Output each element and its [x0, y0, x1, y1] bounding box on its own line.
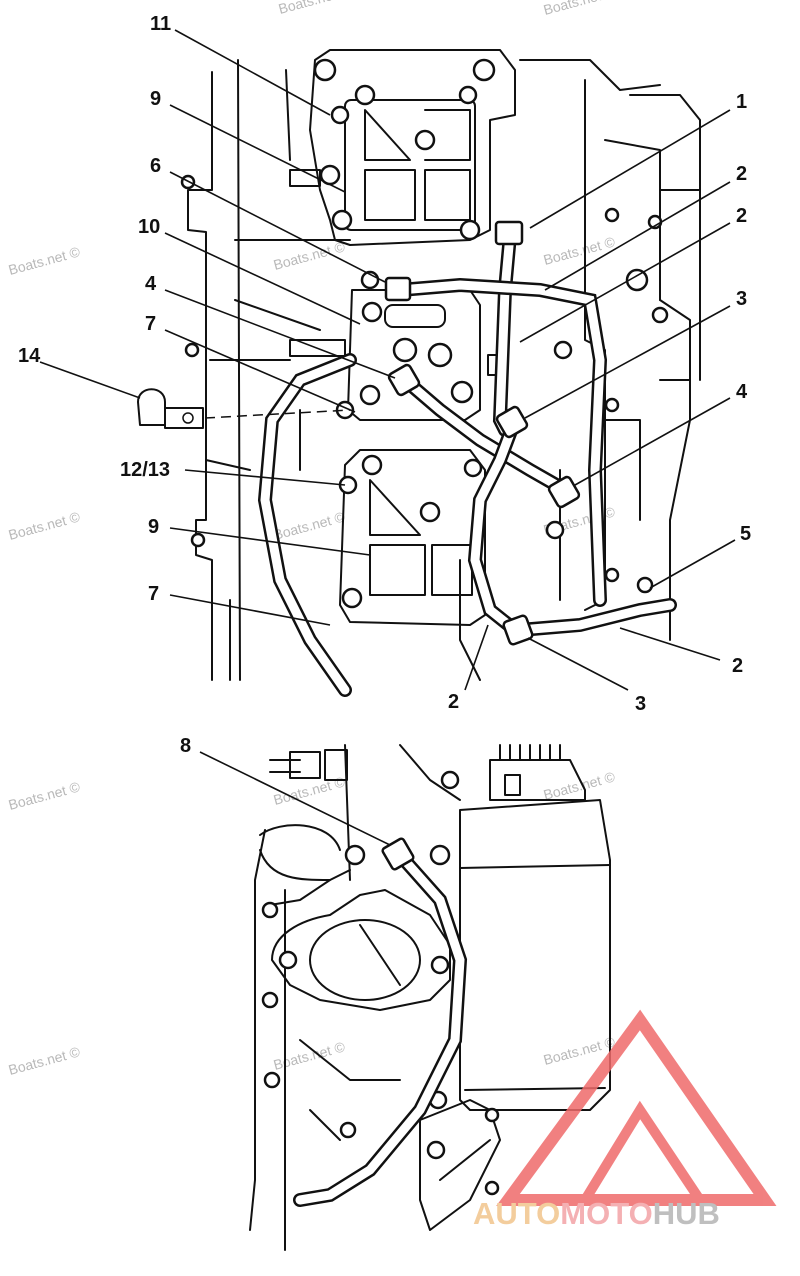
callout-9: 9	[148, 516, 159, 538]
watermark-text: Boats.net ©	[7, 508, 83, 543]
callout-labels: 11 9 6 10 4 7 14 12/13 9 7 1 2 2 3 4 5 2…	[18, 13, 751, 757]
callout-10: 10	[138, 216, 160, 238]
callout-2: 2	[736, 205, 747, 227]
callout-1: 1	[736, 91, 747, 113]
logo-word-auto: AUTO	[473, 1196, 560, 1231]
lower-starter-drawing	[249, 744, 611, 1251]
automotohub-logo: AUTOMOTOHUB	[473, 1009, 777, 1231]
watermark-text: Boats.net ©	[7, 1043, 83, 1078]
logo-triangle	[496, 1009, 777, 1206]
callout-2: 2	[448, 691, 459, 713]
callout-4: 4	[145, 273, 157, 295]
callout-14: 14	[18, 345, 41, 367]
callout-11: 11	[150, 13, 171, 35]
callout-3: 3	[635, 693, 646, 715]
callout-8: 8	[180, 735, 191, 757]
watermark-text: Boats.net ©	[542, 0, 618, 18]
callout-12-13: 12/13	[120, 459, 170, 481]
watermark-text: Boats.net ©	[277, 0, 353, 17]
callout-9: 9	[150, 88, 161, 110]
leader-lines	[39, 29, 736, 846]
callout-2: 2	[736, 163, 747, 185]
logo-word-hub: HUB	[653, 1196, 720, 1231]
watermark-text: Boats.net ©	[7, 778, 83, 813]
upper-engine-drawing	[137, 49, 701, 697]
callout-7: 7	[148, 583, 159, 605]
watermark-layer: Boats.net © Boats.net © Boats.net © Boat…	[7, 0, 618, 1078]
callout-6: 6	[150, 155, 161, 177]
watermark-text: Boats.net ©	[7, 243, 83, 278]
logo-inner-triangle	[580, 1100, 705, 1203]
callout-4: 4	[736, 381, 748, 403]
watermark-text: Boats.net ©	[272, 508, 348, 543]
watermark-text: Boats.net ©	[542, 768, 618, 803]
callout-2: 2	[732, 655, 743, 677]
logo-wordmark: AUTOMOTOHUB	[473, 1196, 720, 1231]
callout-7: 7	[145, 313, 156, 335]
callout-5: 5	[740, 523, 751, 545]
logo-word-moto: MOTO	[560, 1196, 652, 1231]
watermark-text: Boats.net ©	[542, 233, 618, 268]
callout-3: 3	[736, 288, 747, 310]
